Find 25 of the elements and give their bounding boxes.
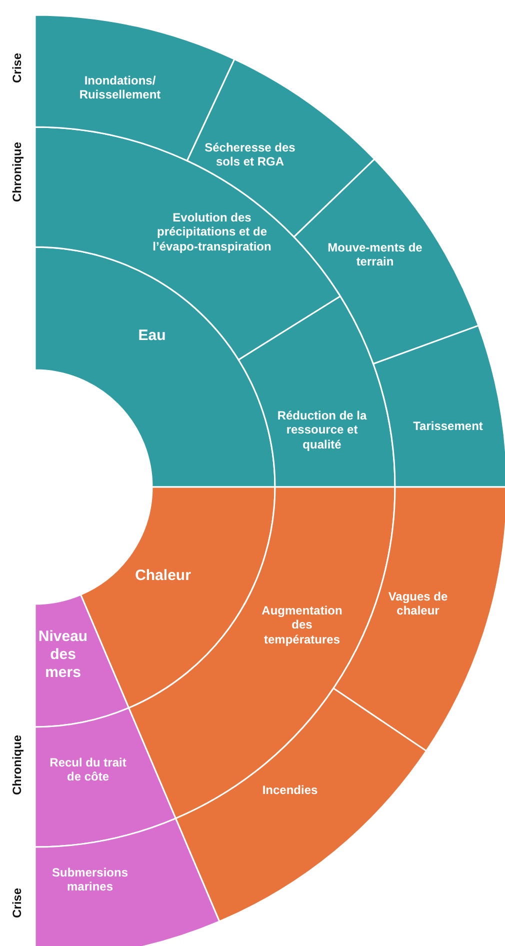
sunburst-sector <box>238 295 396 488</box>
sunburst-sector <box>372 324 505 488</box>
ring-label: Chronique <box>10 735 24 795</box>
sector-label: Eau <box>137 327 167 345</box>
sector-label: Recul du trait de côte <box>48 756 128 784</box>
sector-label: Vagues de chaleur <box>387 590 449 618</box>
sector-label: Chaleur <box>134 567 192 585</box>
sunburst-sector <box>293 158 480 365</box>
sector-label: Niveau des mers <box>38 628 88 682</box>
sector-label: Inondations/ Ruissellement <box>78 74 162 102</box>
sunburst-sector <box>34 818 220 946</box>
sector-label: Evolution des précipitations et de l’évapo-transpiration <box>152 210 272 254</box>
ring-label: Crise <box>10 888 24 918</box>
sector-label: Tarissement <box>412 418 484 434</box>
sunburst-sector <box>34 594 130 728</box>
sector-label: Augmentation des températures <box>260 603 344 647</box>
sunburst-sector <box>34 707 176 848</box>
ring-label: Crise <box>10 52 24 84</box>
sector-label: Mouve-ments de terrain <box>326 240 424 270</box>
sector-label: Incendies <box>261 782 319 798</box>
sector-label: Sécheresse des sols et RGA <box>204 140 296 170</box>
sunburst-sector <box>174 688 428 922</box>
sector-label: Réduction de la ressource et qualité <box>276 408 368 452</box>
ring-label: Chronique <box>10 142 24 202</box>
sector-label: Submersions marines <box>50 866 130 894</box>
